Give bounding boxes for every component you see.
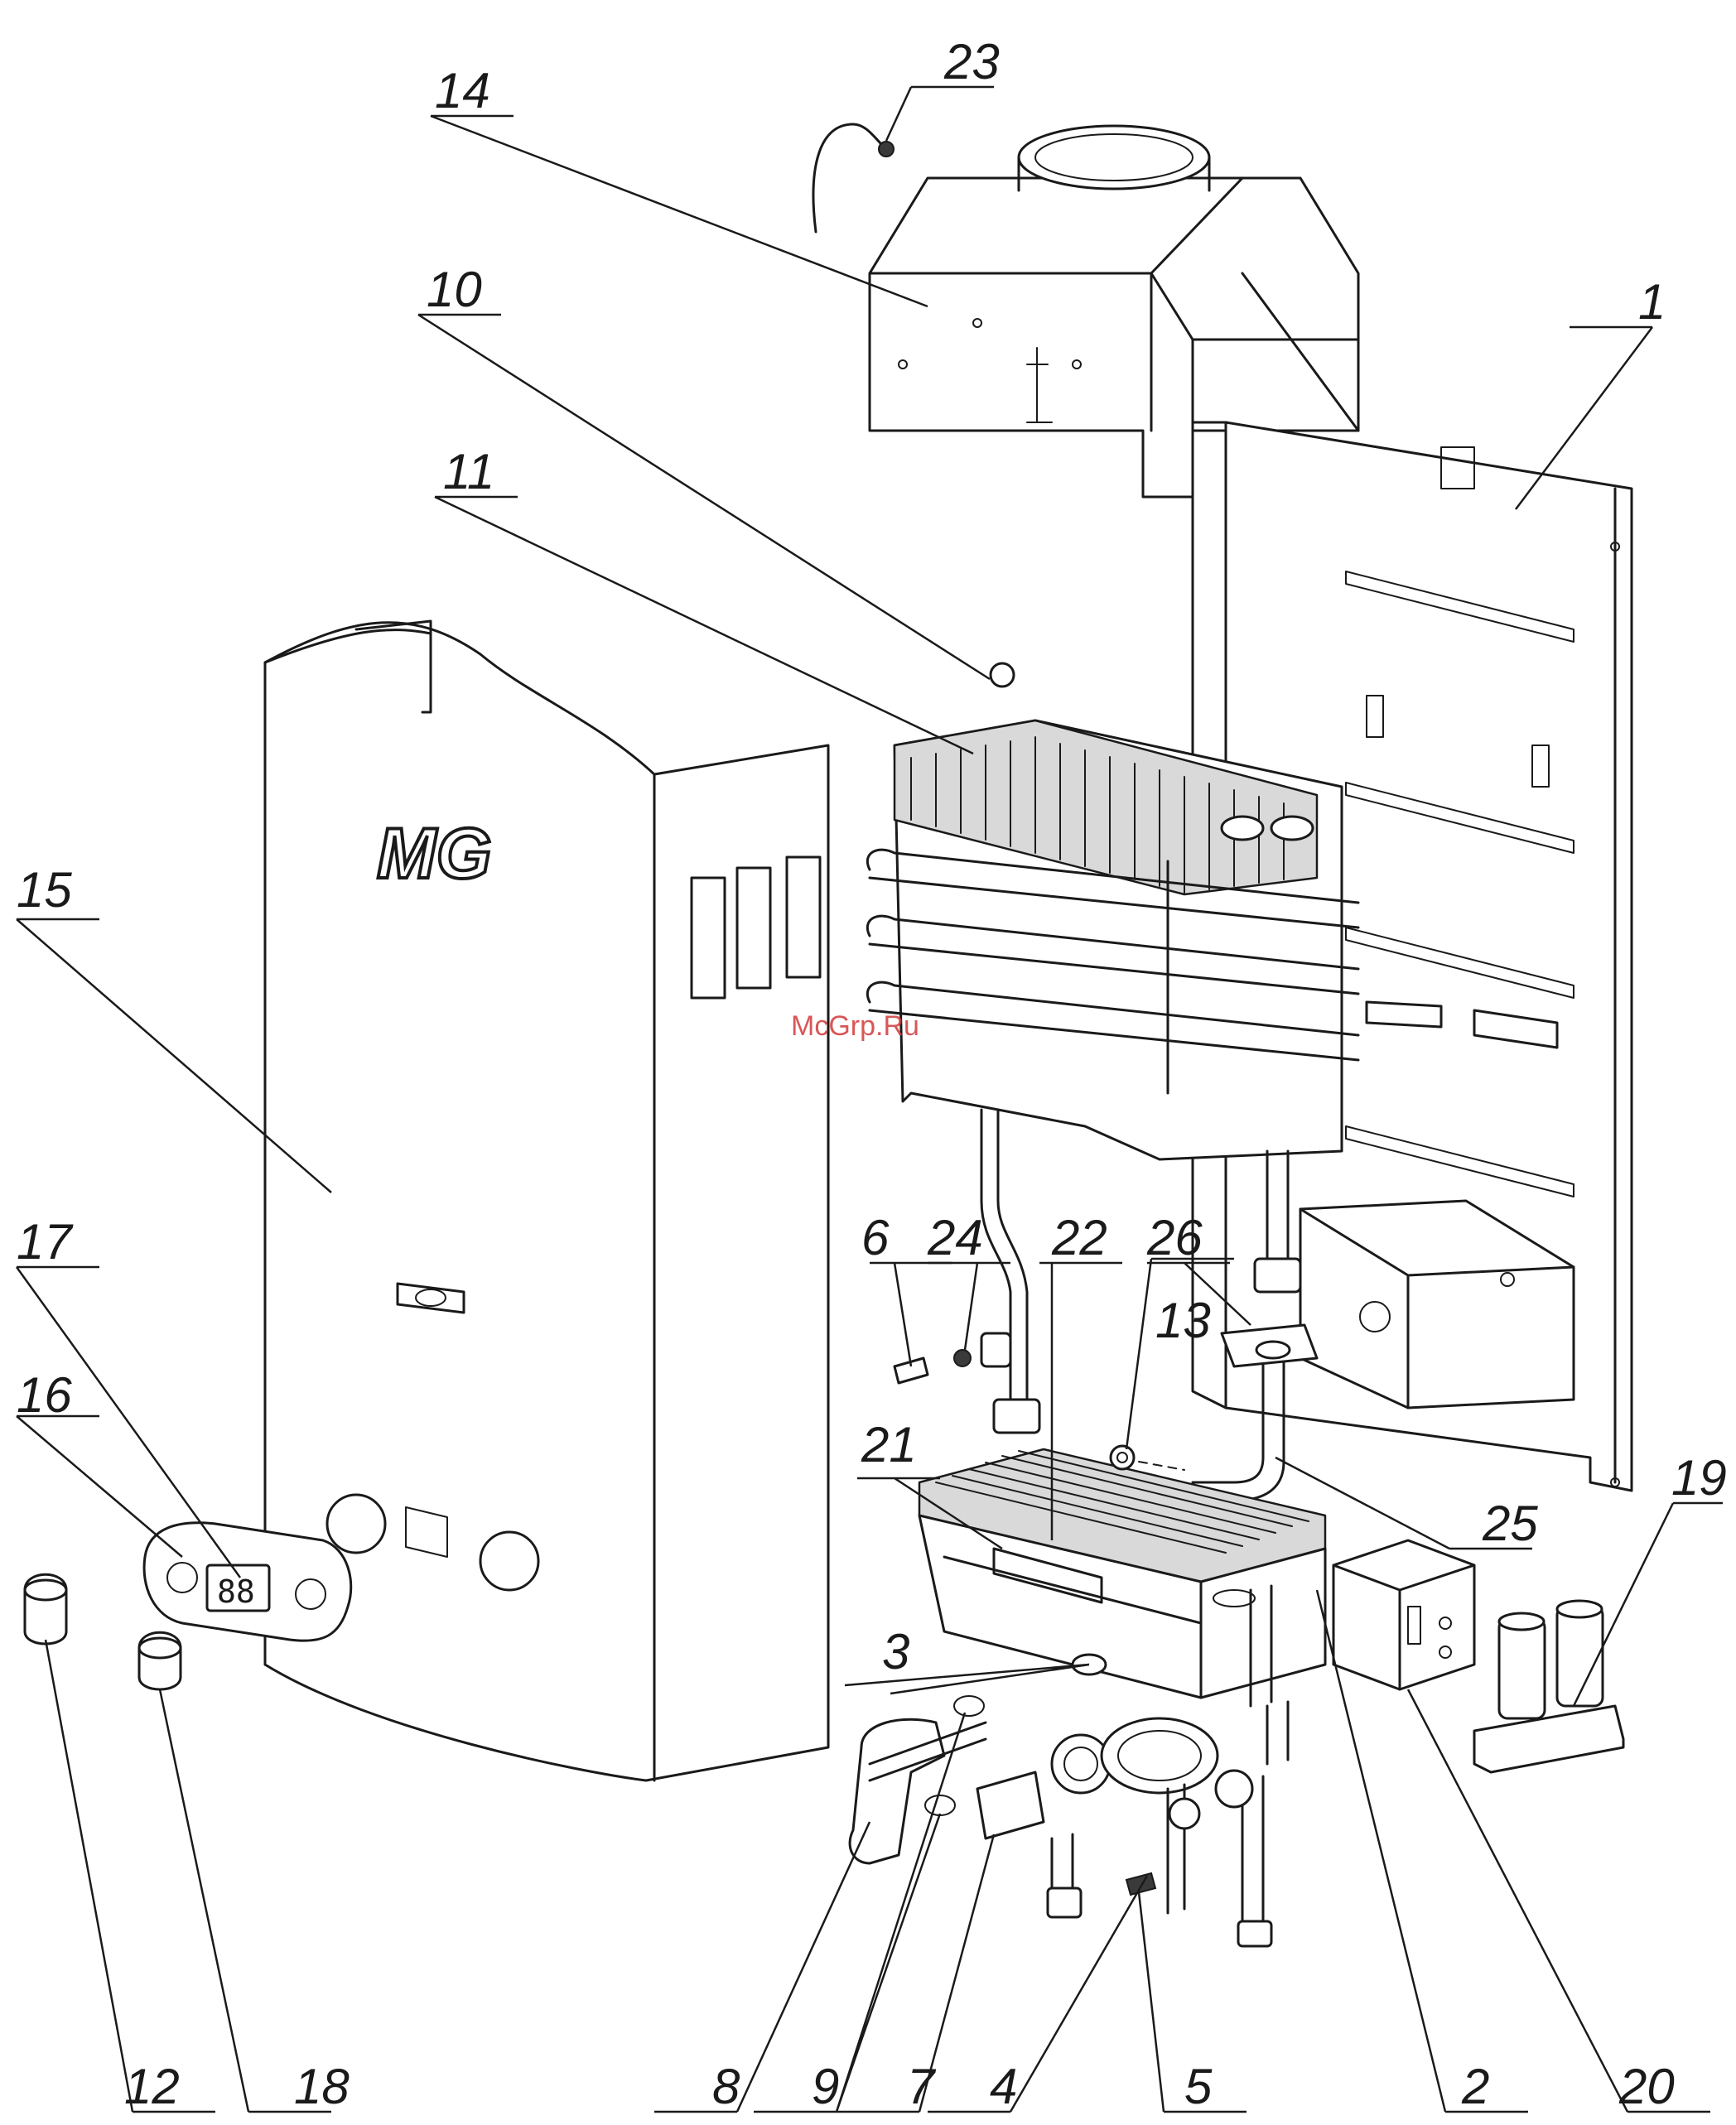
callout-1: 1 [1638,274,1666,330]
callout-25: 25 [1482,1496,1538,1551]
callout-23: 23 [943,34,1000,89]
callout-12: 12 [124,2059,180,2114]
burner [918,1448,1327,1708]
callout-6: 6 [861,1210,890,1265]
callout-2: 2 [1461,2059,1489,2114]
heat-exchanger [866,662,1360,1161]
callout-15: 15 [17,862,72,918]
callout-20: 20 [1618,2059,1675,2114]
callout-13: 13 [1155,1293,1211,1348]
leader-lines [15,85,1723,2113]
callout-9: 9 [812,2059,839,2114]
callout-5: 5 [1184,2059,1213,2114]
callout-labels: 1 2 3 4 5 6 7 8 9 10 11 12 13 14 15 16 1… [17,34,1727,2114]
draft-sensor [812,123,895,234]
display-readout: 88 [217,1573,255,1610]
callout-4: 4 [990,2059,1017,2114]
watermark: McGrp.Ru [791,1010,919,1042]
callout-24: 24 [927,1210,983,1265]
callout-16: 16 [17,1367,72,1423]
callout-3: 3 [882,1624,909,1679]
callout-11: 11 [443,444,494,499]
flue-hood [868,124,1360,499]
valve-bracket [1220,1323,1319,1368]
callout-21: 21 [861,1417,917,1472]
callout-7: 7 [907,2059,937,2114]
callout-8: 8 [712,2059,740,2114]
callout-19: 19 [1671,1450,1727,1506]
brand-logo: MG [377,814,492,894]
battery-box [1473,1599,1625,1774]
callout-22: 22 [1051,1210,1107,1265]
ignition-unit [1332,1539,1476,1691]
front-cover [263,619,830,1782]
control-panel [142,1521,353,1642]
callout-26: 26 [1146,1210,1203,1265]
callout-17: 17 [17,1214,74,1270]
gasket [1109,1444,1185,1471]
callout-14: 14 [435,63,490,118]
valve-unit [848,1700,1290,1948]
callout-18: 18 [294,2059,350,2114]
knobs [23,1573,182,1691]
screw-and-washer [893,1332,1012,1385]
callout-10: 10 [427,262,482,317]
